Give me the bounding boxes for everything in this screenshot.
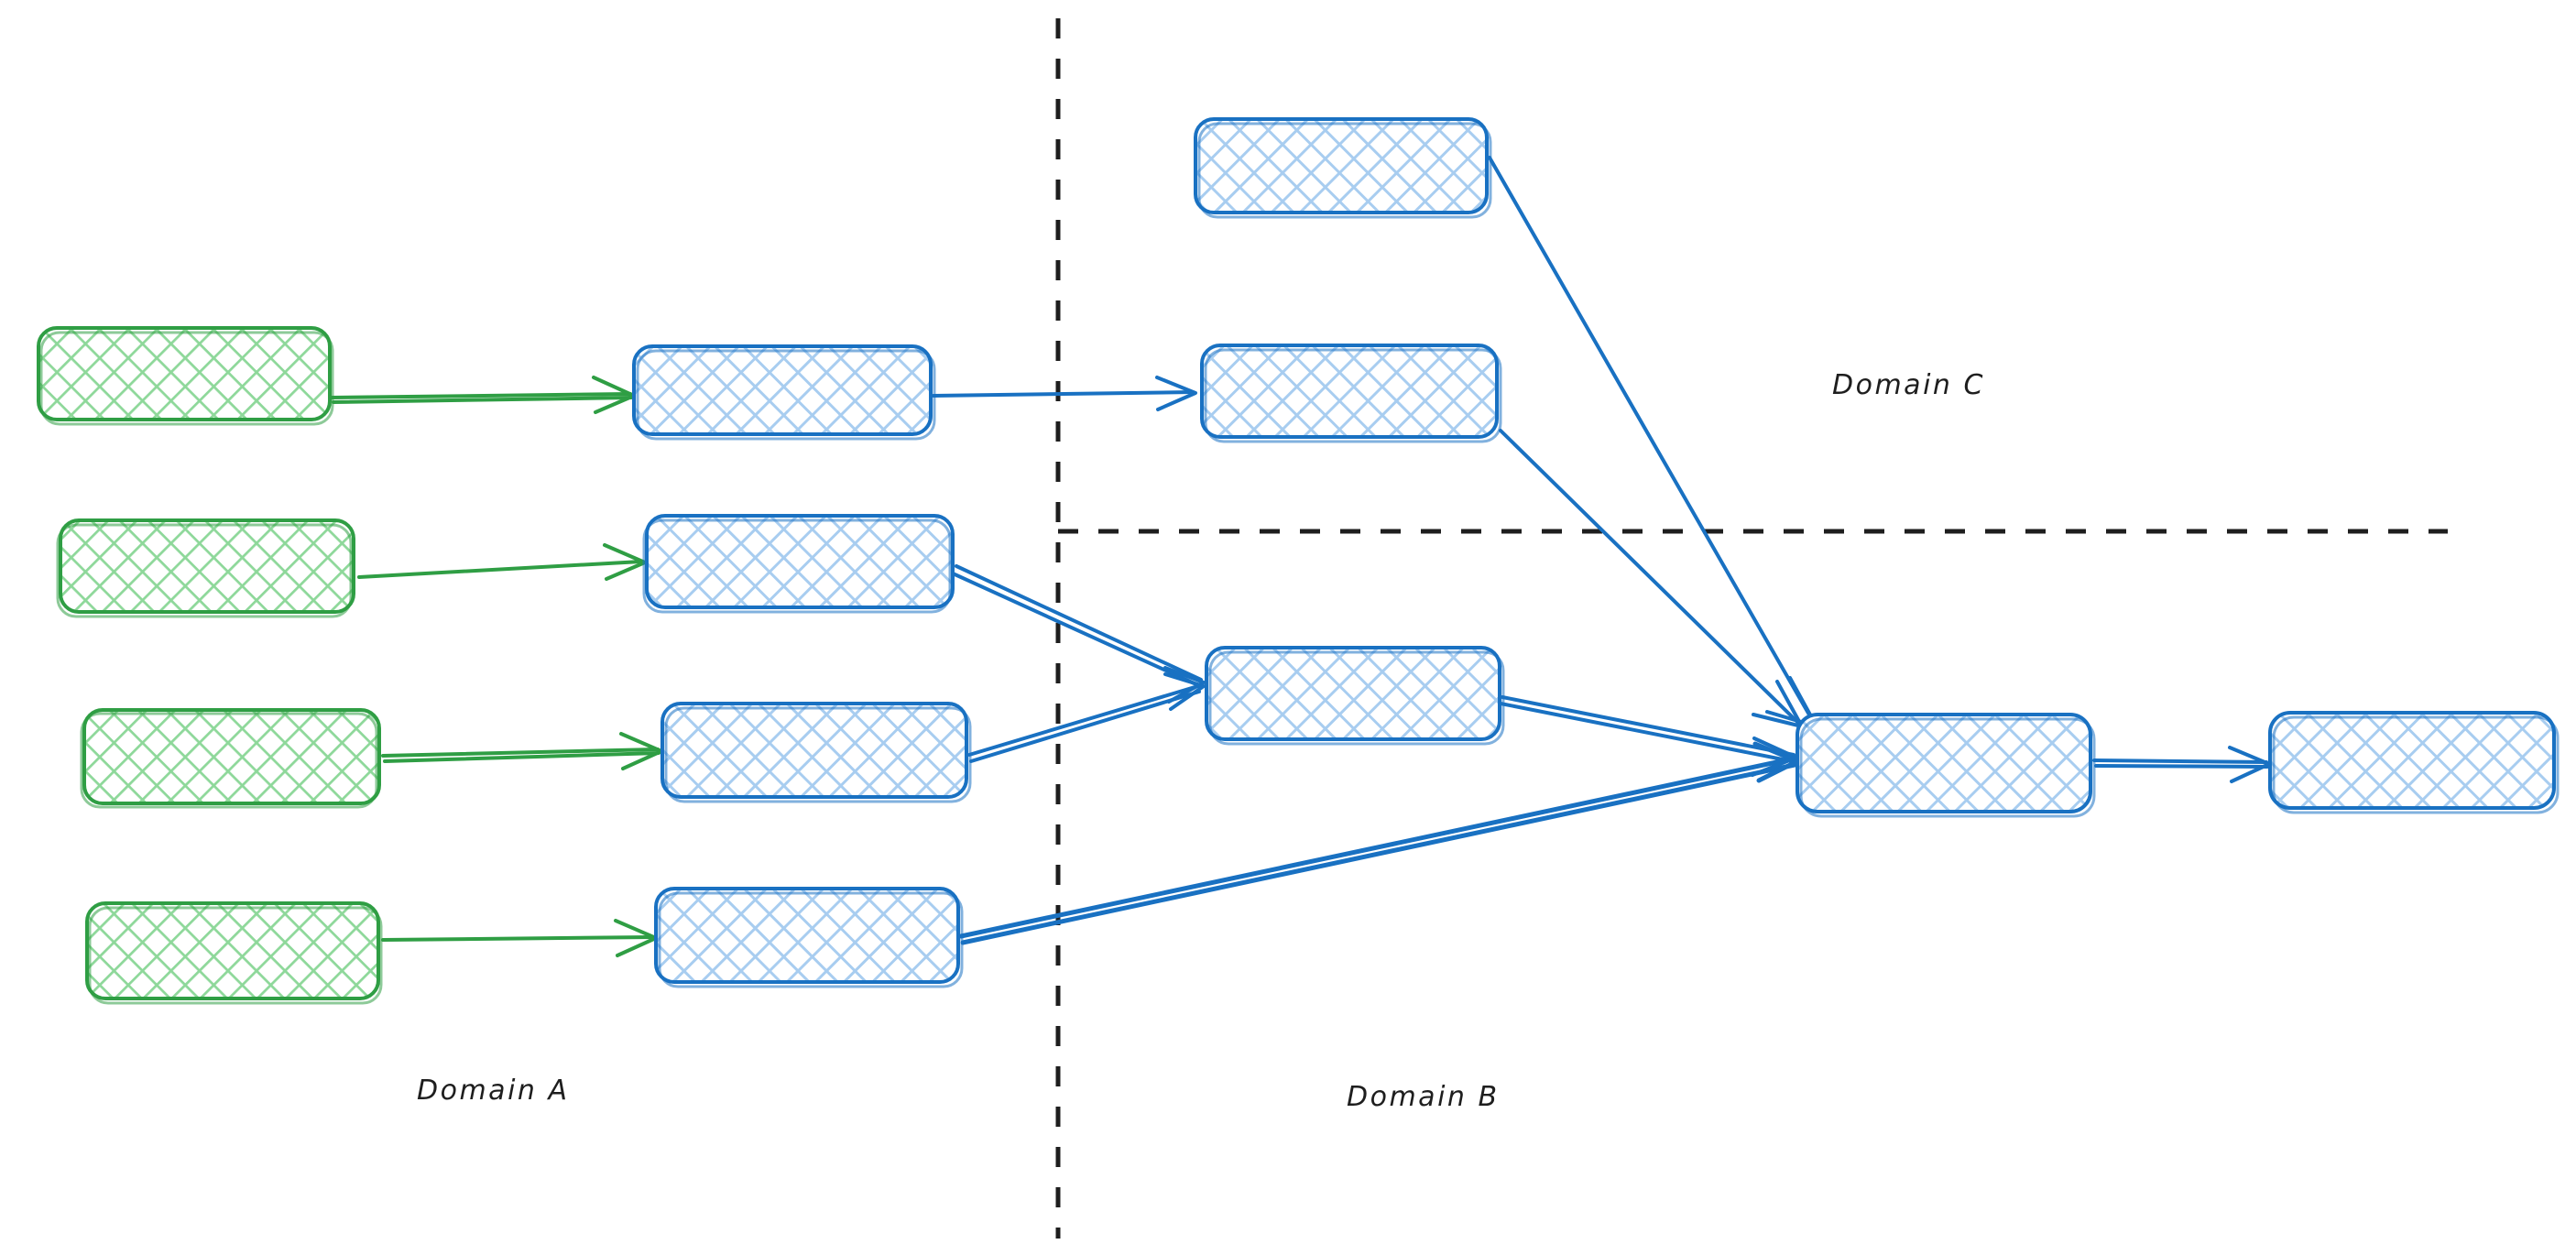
node-b2[interactable] [642, 514, 955, 614]
edge-layer [330, 156, 2271, 957]
node-c3[interactable] [1205, 646, 1505, 746]
node-a4[interactable] [85, 901, 383, 1005]
edge-b2-c3 [951, 564, 1206, 704]
node-layer [37, 117, 2560, 1005]
edge-a2-b2 [357, 543, 647, 581]
edge-b4-d1 [958, 741, 1800, 945]
domain-dividers [1055, 18, 2448, 1239]
edge-c2-d1 [1499, 429, 1804, 728]
node-a1[interactable] [37, 326, 334, 426]
domain-label-c: Domain C [1832, 369, 1985, 401]
edge-c1-d1 [1488, 156, 1818, 728]
edge-a1-b1 [330, 376, 636, 414]
node-a2[interactable] [56, 518, 355, 618]
edge-a3-b3 [381, 732, 663, 770]
node-d1[interactable] [1796, 713, 2096, 818]
node-b4[interactable] [654, 887, 964, 988]
node-b1[interactable] [632, 344, 936, 441]
node-b3[interactable] [660, 702, 972, 803]
edge-c3-d1 [1499, 695, 1798, 777]
node-c2[interactable] [1200, 344, 1502, 443]
node-d2[interactable] [2268, 711, 2560, 814]
edge-b3-c3 [967, 672, 1206, 763]
domain-label-b: Domain B [1347, 1081, 1500, 1113]
node-c1[interactable] [1194, 117, 1492, 219]
edge-b1-c2 [932, 376, 1197, 411]
edge-d1-d2 [2092, 746, 2271, 783]
edge-a4-b4 [381, 919, 658, 957]
node-a3[interactable] [80, 708, 381, 809]
domain-label-a: Domain A [417, 1075, 570, 1107]
